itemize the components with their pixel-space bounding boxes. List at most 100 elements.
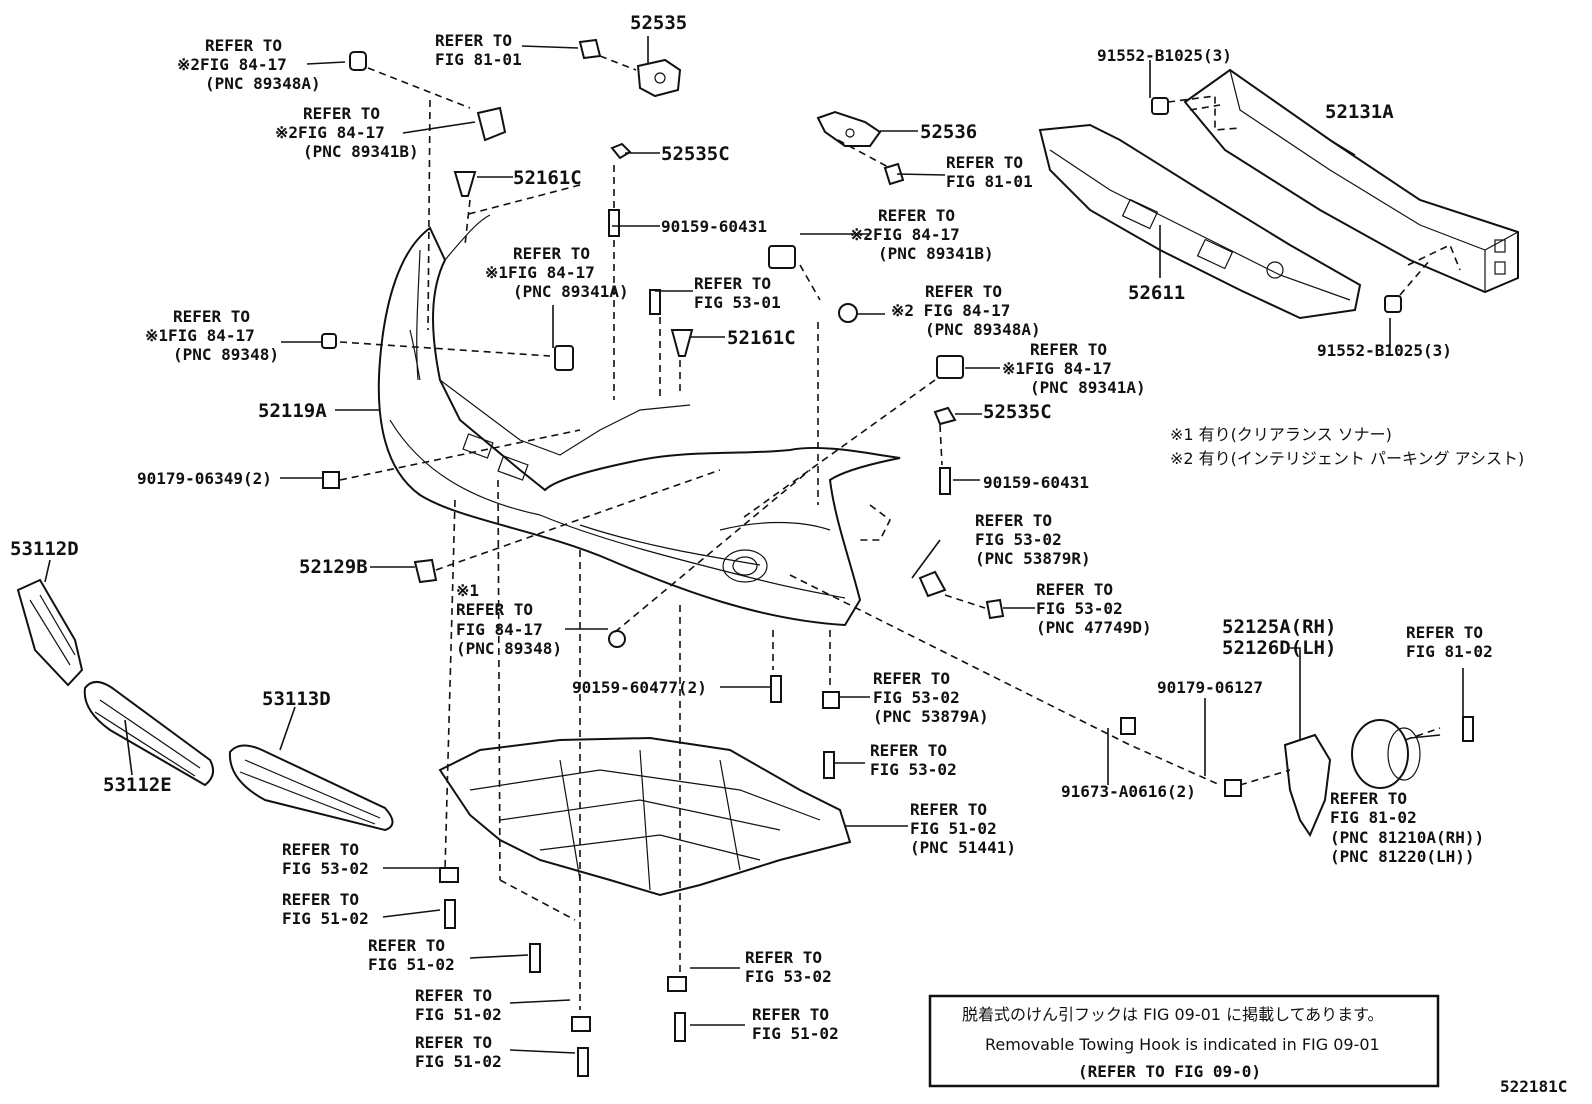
legend-note-2: ※2 有り(インテリジェント パーキング アシスト): [1170, 449, 1524, 468]
part-number-p52536: 52536: [920, 121, 977, 143]
part-number-p90179_06349: 90179-06349(2): [137, 469, 272, 488]
refer-callout-c11-line-0: REFER TO: [975, 511, 1052, 530]
refer-callout-c8-line-0: REFER TO: [925, 282, 1002, 301]
refer-callout-c20-line-1: FIG 51-02: [282, 909, 369, 928]
part-number-p90179_06127: 90179-06127: [1157, 678, 1263, 697]
refer-callout-c21-line-1: FIG 51-02: [368, 955, 455, 974]
refer-callout-c6-line-2: (PNC 89341A): [513, 282, 629, 301]
reinforcement-drawing: [1183, 68, 1519, 294]
refer-callout-c8-line-1: ※2 FIG 84-17: [891, 301, 1010, 320]
part-number-p52119A: 52119A: [258, 400, 327, 422]
refer-callout-c14-line-0: REFER TO: [873, 669, 950, 688]
legend-note-1: ※1 有り(クリアランス ソナー): [1170, 425, 1392, 444]
refer-callout-c18-line-2: (PNC 51441): [910, 838, 1016, 857]
refer-callout-c11-line-2: (PNC 53879R): [975, 549, 1091, 568]
refer-callout-c1-line-2: (PNC 89348A): [205, 74, 321, 93]
part-number-p91552_b: 91552-B1025(3): [1317, 341, 1452, 360]
refer-callout-c19-line-0: REFER TO: [282, 840, 359, 859]
refer-callout-c17-line-0: REFER TO: [1330, 789, 1407, 808]
refer-callout-c3-line-0: REFER TO: [303, 104, 380, 123]
refer-callout-c24-line-1: FIG 51-02: [752, 1024, 839, 1043]
refer-callout-c13-line-1: REFER TO: [456, 600, 533, 619]
refer-callout-c17-line-2: (PNC 81210A(RH)): [1330, 828, 1484, 847]
part-number-p53113D: 53113D: [262, 688, 331, 710]
refer-callout-c10-line-1: ※1FIG 84-17: [1002, 359, 1112, 378]
refer-callout-c16-line-1: FIG 81-02: [1406, 642, 1493, 661]
refer-callout-c20-line-0: REFER TO: [282, 890, 359, 909]
refer-callout-c21-line-0: REFER TO: [368, 936, 445, 955]
part-number-p91673: 91673-A0616(2): [1061, 782, 1196, 801]
refer-callout-c15-line-1: FIG 53-02: [870, 760, 957, 779]
refer-callout-c12-line-2: (PNC 47749D): [1036, 618, 1152, 637]
refer-callout-c23-line-0: REFER TO: [415, 986, 492, 1005]
refer-callout-c4-line-0: REFER TO: [946, 153, 1023, 172]
part-number-p52125A: 52125A(RH): [1222, 616, 1336, 638]
part-number-p52535C_a: 52535C: [661, 143, 730, 165]
refer-callout-c7-line-1: FIG 53-01: [694, 293, 781, 312]
part-number-p52131A: 52131A: [1325, 101, 1394, 123]
towing-hook-note-jp: 脱着式のけん引フックは FIG 09-01 に掲載してあります。: [962, 1005, 1384, 1024]
refer-callout-c12-line-0: REFER TO: [1036, 580, 1113, 599]
refer-callout-c25-line-1: FIG 51-02: [415, 1052, 502, 1071]
bracket-52536-drawing: [816, 110, 882, 147]
refer-callout-c10-line-2: (PNC 89341A): [1030, 378, 1146, 397]
under-cover-drawing: [438, 736, 852, 897]
grille-53112D-drawing: [16, 578, 84, 687]
part-number-p52535C_b: 52535C: [983, 401, 1052, 423]
part-number-p52535: 52535: [630, 12, 687, 34]
refer-callout-c19-line-1: FIG 53-02: [282, 859, 369, 878]
figure-code: 522181C: [1500, 1077, 1567, 1096]
refer-callout-c18-line-1: FIG 51-02: [910, 819, 997, 838]
refer-callout-c18-line-0: REFER TO: [910, 800, 987, 819]
refer-callout-c5-line-2: (PNC 89341B): [878, 244, 994, 263]
grille-53113D-drawing: [228, 744, 394, 832]
refer-callout-c22-line-0: REFER TO: [745, 948, 822, 967]
part-number-p90159_60431_a: 90159-60431: [661, 217, 767, 236]
part-number-p52129B: 52129B: [299, 556, 368, 578]
fastener-drawings: [321, 38, 1474, 1077]
refer-callout-c3-line-2: (PNC 89341B): [303, 142, 419, 161]
refer-callout-c16-line-0: REFER TO: [1406, 623, 1483, 642]
refer-callout-c13-line-3: (PNC 89348): [456, 639, 562, 658]
part-number-p53112D: 53112D: [10, 538, 79, 560]
refer-callout-c3-line-1: ※2FIG 84-17: [275, 123, 385, 142]
towing-hook-note-en: Removable Towing Hook is indicated in FI…: [985, 1035, 1380, 1054]
refer-callout-c6-line-0: REFER TO: [513, 244, 590, 263]
refer-callout-c23-line-1: FIG 51-02: [415, 1005, 502, 1024]
refer-callout-c14-line-2: (PNC 53879A): [873, 707, 989, 726]
refer-callout-c4-line-1: FIG 81-01: [946, 172, 1033, 191]
refer-callout-c17-line-3: (PNC 81220(LH)): [1330, 847, 1475, 866]
refer-callout-c8-line-2: (PNC 89348A): [925, 320, 1041, 339]
absorber-drawing: [1038, 123, 1362, 320]
refer-callout-c5-line-0: REFER TO: [878, 206, 955, 225]
part-number-p52126D: 52126D(LH): [1222, 637, 1336, 659]
refer-callout-c13-line-0: ※1: [456, 581, 479, 600]
part-number-p91552_a: 91552-B1025(3): [1097, 46, 1232, 65]
refer-callout-c14-line-1: FIG 53-02: [873, 688, 960, 707]
refer-callout-c17-line-1: FIG 81-02: [1330, 808, 1417, 827]
refer-callout-c9-line-0: REFER TO: [173, 307, 250, 326]
refer-callout-c5-line-1: ※2FIG 84-17: [850, 225, 960, 244]
refer-callout-c6-line-1: ※1FIG 84-17: [485, 263, 595, 282]
refer-callout-c1-line-0: REFER TO: [205, 36, 282, 55]
refer-callout-c10-line-0: REFER TO: [1030, 340, 1107, 359]
bracket-52535-drawing: [636, 58, 682, 98]
refer-callout-c1-line-1: ※2FIG 84-17: [177, 55, 287, 74]
refer-callout-c11-line-1: FIG 53-02: [975, 530, 1062, 549]
refer-callout-c13-line-2: FIG 84-17: [456, 620, 543, 639]
refer-callout-c15-line-0: REFER TO: [870, 741, 947, 760]
refer-callout-c2-line-1: FIG 81-01: [435, 50, 522, 69]
fog-lamp-drawing: [1283, 719, 1421, 838]
bumper-cover-drawing: [377, 214, 901, 627]
part-number-p52161C_a: 52161C: [513, 167, 582, 189]
refer-callout-c7-line-0: REFER TO: [694, 274, 771, 293]
part-number-p53112E: 53112E: [103, 774, 172, 796]
grille-53112E-drawing: [83, 681, 215, 787]
refer-callout-c2-line-0: REFER TO: [435, 31, 512, 50]
leader-lines: [44, 36, 1464, 1054]
towing-hook-note-ref: (REFER TO FIG 09-0): [1078, 1062, 1261, 1081]
part-number-p90159_60431_b: 90159-60431: [983, 473, 1089, 492]
refer-callout-c24-line-0: REFER TO: [752, 1005, 829, 1024]
refer-callout-c25-line-0: REFER TO: [415, 1033, 492, 1052]
